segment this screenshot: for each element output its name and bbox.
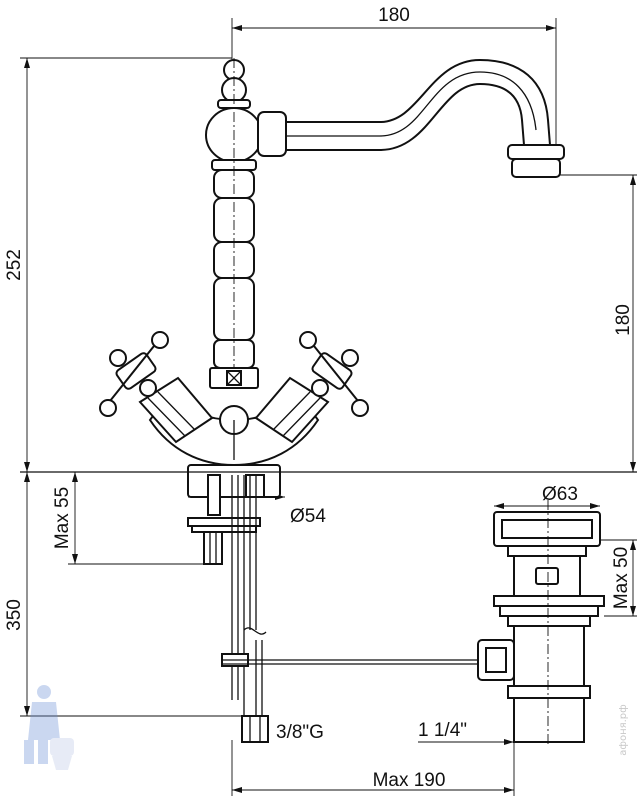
dim-drain-size: 1 1/4" bbox=[418, 720, 467, 741]
dim-diameter-54: Ø54 bbox=[290, 506, 326, 527]
dim-height-350: 350 bbox=[4, 599, 25, 631]
dim-max-190: Max 190 bbox=[373, 770, 446, 791]
plumber-logo-icon bbox=[24, 685, 74, 770]
faucet-body bbox=[99, 58, 565, 498]
dimension-lines bbox=[20, 18, 637, 796]
left-handle bbox=[99, 331, 214, 444]
watermark: афоня.рф bbox=[24, 685, 629, 770]
dim-spout-reach: 180 bbox=[378, 5, 410, 26]
right-handle bbox=[254, 331, 369, 444]
dim-max-50: Max 50 bbox=[611, 547, 632, 609]
dim-diameter-63: Ø63 bbox=[542, 484, 578, 505]
mounting-hardware bbox=[187, 474, 478, 743]
dim-connection: 3/8"G bbox=[276, 722, 324, 743]
dim-total-height: 252 bbox=[4, 249, 25, 281]
dimension-labels: 180 252 180 Max 55 Ø54 350 3/8"G Max 190… bbox=[4, 5, 634, 791]
pop-up-drain bbox=[477, 500, 605, 746]
dim-max-55: Max 55 bbox=[52, 487, 73, 549]
dim-spout-height: 180 bbox=[613, 304, 634, 336]
watermark-text: афоня.рф bbox=[618, 704, 629, 755]
